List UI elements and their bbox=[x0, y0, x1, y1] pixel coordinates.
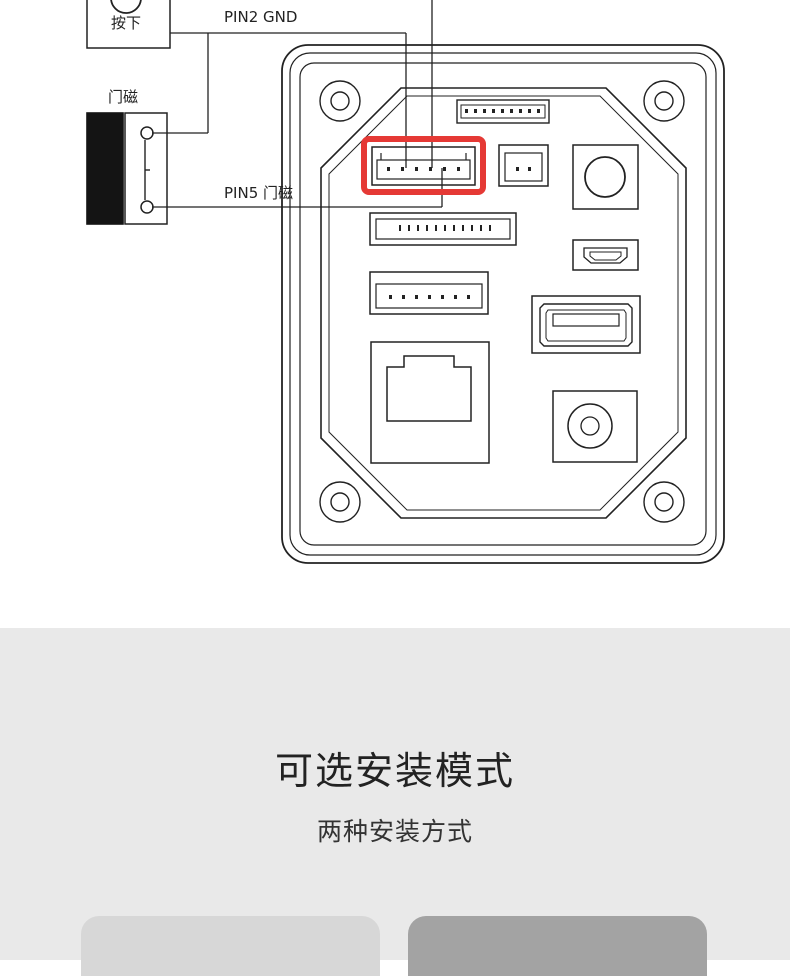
wiring-diagram: 按下 PIN2 GND PIN5 门磁 门磁 bbox=[86, 0, 725, 564]
button-label: 按下 bbox=[111, 14, 141, 32]
two-pin-connector bbox=[498, 144, 549, 187]
exit-button: 按下 bbox=[86, 0, 171, 49]
usb-port bbox=[531, 295, 641, 354]
round-port bbox=[572, 144, 639, 210]
pin5-label: PIN5 门磁 bbox=[224, 184, 293, 202]
install-mode-card-2[interactable] bbox=[408, 916, 707, 976]
wires bbox=[152, 0, 443, 208]
ribbon-connector bbox=[369, 212, 517, 246]
door-sensor-label: 门磁 bbox=[108, 88, 138, 106]
highlighted-connector bbox=[361, 136, 486, 195]
screw-holes bbox=[319, 80, 685, 523]
install-modes-section: 可选安装模式 两种安装方式 bbox=[0, 628, 790, 976]
dc-jack bbox=[552, 390, 638, 463]
pin2-label: PIN2 GND bbox=[224, 8, 297, 26]
install-mode-card-1[interactable] bbox=[81, 916, 380, 976]
section-title: 可选安装模式 bbox=[274, 749, 515, 793]
device-housing bbox=[281, 44, 725, 564]
top-connector bbox=[456, 99, 550, 124]
seven-pin-connector bbox=[369, 271, 489, 315]
hdmi-port bbox=[572, 239, 639, 271]
section-subtitle: 两种安装方式 bbox=[316, 817, 473, 846]
ethernet-port bbox=[370, 341, 490, 464]
door-sensor: 门磁 bbox=[86, 88, 168, 225]
